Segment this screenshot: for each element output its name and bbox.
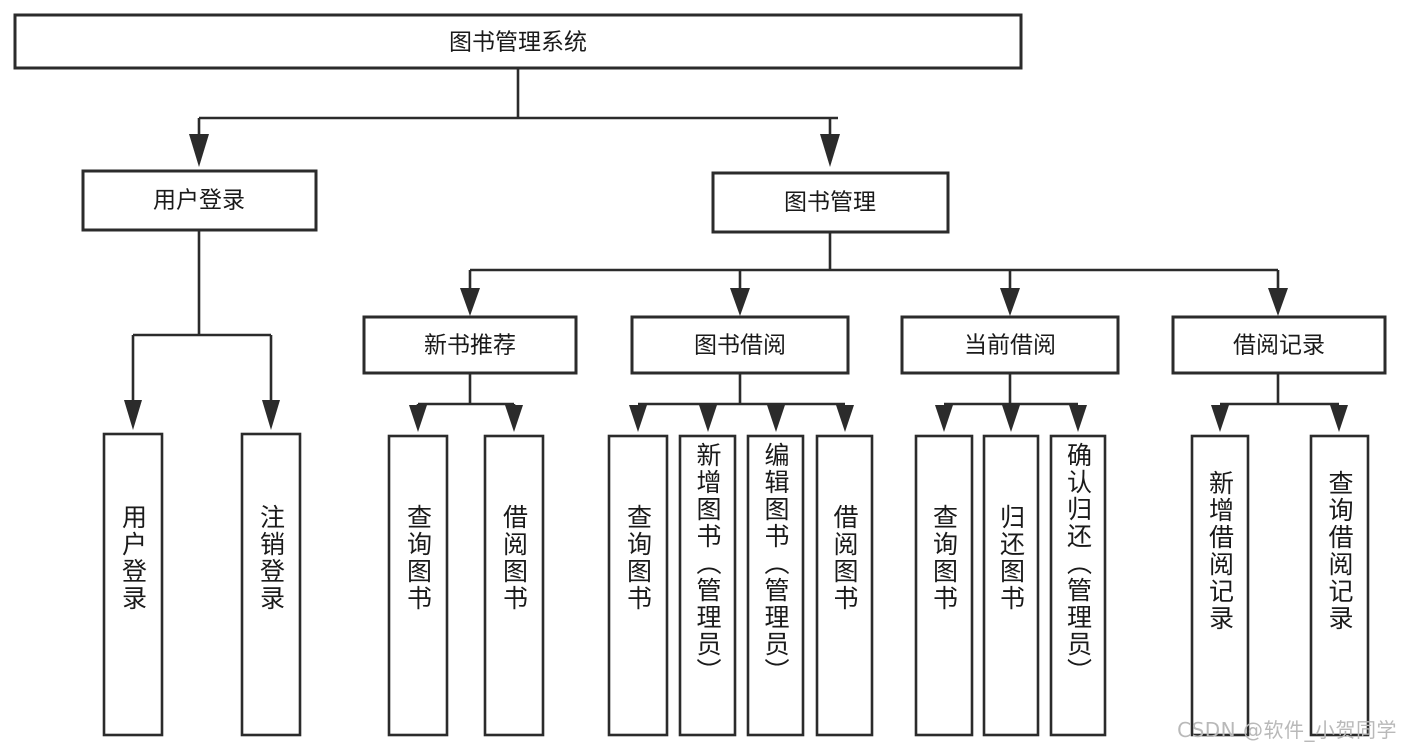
arrow-bb-3 (767, 405, 785, 432)
leaf-box-logout[interactable] (240, 432, 302, 737)
arrow-bm-to-new-book (460, 288, 480, 316)
arrow-bb-2 (699, 405, 717, 432)
edges-new-book-to-leaves (409, 373, 523, 432)
node-book-manage-box[interactable] (711, 171, 950, 234)
arrow-bm-to-book-borrow (730, 288, 750, 316)
edges-user-login-to-leaves (124, 230, 280, 430)
node-book-borrow-label: 图书借阅 (694, 333, 786, 359)
node-borrow-record-box[interactable] (1171, 315, 1387, 375)
leaf-box-cb-confirm[interactable] (1049, 434, 1107, 737)
edges-current-borrow-to-leaves (935, 373, 1087, 432)
arrow-root-to-book-manage (820, 134, 840, 167)
edges-book-borrow-to-leaves (629, 373, 854, 432)
leaf-box-cb-return[interactable] (982, 434, 1040, 737)
leaf-box-cb-query[interactable] (914, 434, 974, 737)
node-user-login-box[interactable] (81, 169, 318, 232)
node-current-borrow[interactable]: 当前借阅 (900, 315, 1120, 375)
leaf-box-bb-query[interactable] (607, 434, 669, 737)
leaf-box-nb-query[interactable] (387, 434, 449, 737)
node-book-manage-label: 图书管理 (784, 190, 876, 216)
arrow-root-to-user-login (189, 134, 209, 167)
leaf-box-nb-borrow[interactable] (483, 434, 545, 737)
arrow-user-login-left (124, 400, 142, 430)
node-book-borrow-box[interactable] (630, 315, 850, 375)
arrow-cb-3 (1069, 405, 1087, 432)
arrow-bm-to-borrow-record (1268, 288, 1288, 316)
leaf-box-br-query[interactable] (1309, 434, 1370, 737)
node-new-book-recommend-box[interactable] (362, 315, 578, 375)
node-root-label: 图书管理系统 (449, 30, 587, 56)
node-new-book-recommend[interactable]: 新书推荐 (362, 315, 578, 375)
leaf-box-br-add[interactable] (1190, 434, 1250, 737)
arrow-nb-right (505, 405, 523, 432)
watermark: CSDN @软件_小贺同学 (1177, 718, 1397, 742)
edges-borrow-record-to-leaves (1211, 373, 1348, 432)
leaf-boxes (102, 432, 1370, 737)
node-current-borrow-box[interactable] (900, 315, 1120, 375)
leaf-box-bb-borrow[interactable] (815, 434, 874, 737)
node-root-box[interactable] (13, 13, 1023, 70)
node-new-book-recommend-label: 新书推荐 (424, 333, 516, 359)
arrow-nb-left (409, 405, 427, 432)
arrow-bb-1 (629, 405, 647, 432)
node-current-borrow-label: 当前借阅 (964, 333, 1056, 359)
arrow-cb-1 (935, 405, 953, 432)
node-borrow-record-label: 借阅记录 (1233, 333, 1325, 359)
arrow-br-1 (1211, 405, 1229, 432)
arrow-bm-to-current-borrow (1000, 288, 1020, 316)
arrow-bb-4 (836, 405, 854, 432)
node-user-login-label: 用户登录 (153, 188, 245, 214)
arrow-br-2 (1330, 405, 1348, 432)
leaf-box-bb-edit[interactable] (746, 434, 805, 737)
leaf-box-bb-add[interactable] (678, 434, 737, 737)
arrow-user-login-right (262, 400, 280, 430)
node-user-login[interactable]: 用户登录 (81, 169, 318, 232)
leaf-box-user-login[interactable] (102, 432, 164, 737)
node-book-borrow[interactable]: 图书借阅 (630, 315, 850, 375)
edges-root-to-level2 (189, 68, 840, 167)
node-root[interactable]: 图书管理系统 (13, 13, 1023, 70)
arrow-cb-2 (1002, 405, 1020, 432)
node-borrow-record[interactable]: 借阅记录 (1171, 315, 1387, 375)
edges-book-manage-to-level3 (460, 232, 1288, 316)
node-book-manage[interactable]: 图书管理 (711, 171, 950, 234)
